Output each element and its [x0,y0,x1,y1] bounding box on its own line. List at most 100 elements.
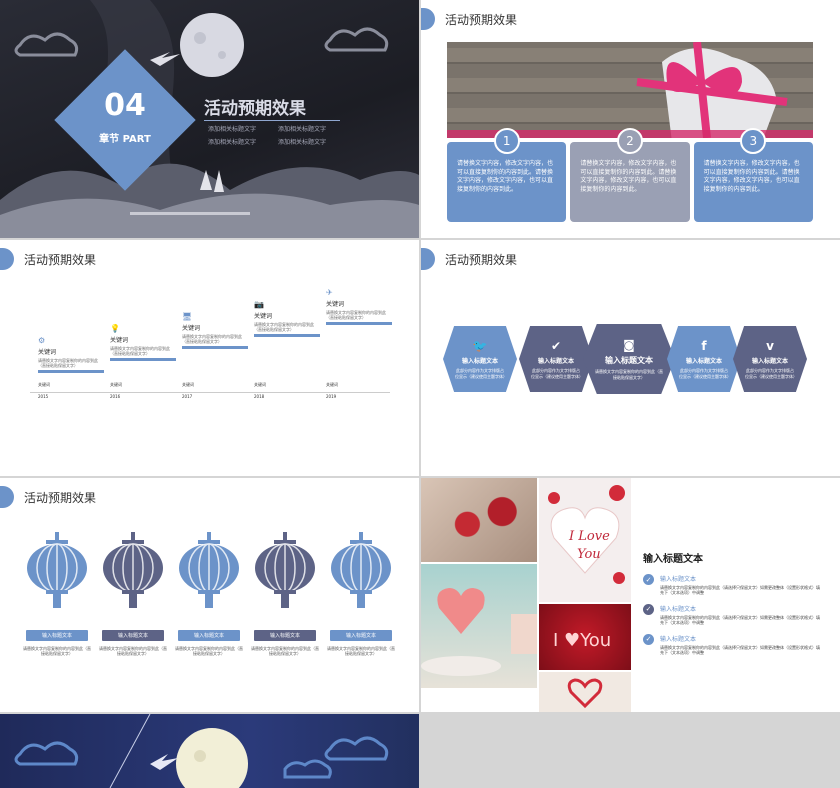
step-bar [110,358,176,362]
slide-title: 活动预期效果 [24,252,97,267]
item-text: 请替换文字内容复制你的内容到此（请选择只保留文字）如需更改整体（设置形状格式）填… [660,614,820,626]
slide-title: 活动预期效果 [24,490,97,505]
info-card: 1 请替换文字内容，修改文字内容，也可以直接复制你的内容到此。请替换文字内容，修… [447,128,567,222]
slide-timeline[interactable]: 活动预期效果 ⚙ 关键词 请替换文字内容复制你的内容到此（直接粘贴保留文字） 关… [0,240,419,476]
heart-clip-illustration [421,588,537,676]
info-card: 2 请替换文字内容，修改文字内容，也可以直接复制你的内容到此。请替换文字内容，修… [570,128,690,222]
photo-ribbon-heart [539,672,631,712]
step-text: 请替换文字内容复制你的内容到此（直接粘贴保留文字） [326,310,386,321]
lantern-text: 请替换文字内容复制你的内容到此（直接粘贴保留文字） [327,646,395,657]
card-number-badge: 2 [616,128,643,154]
cover-subtitle: 添加相关标题文字 [208,139,257,146]
night-moon-illustration [14,714,389,788]
year-value: 2015 [38,394,49,399]
lantern-text: 请替换文字内容复制你的内容到此（直接粘贴保留文字） [99,646,167,657]
photo-heart-clip [421,564,537,688]
header-marker [421,248,435,270]
year-keyword: 关键词 [110,382,122,387]
step-icon: 📷 [254,300,264,309]
timeline-step: 💡 关键词 请替换文字内容复制你的内容到此（直接粘贴保留文字） [110,324,176,362]
header-marker [0,248,14,270]
arrow-step: 🐦 输入标题文本 此部分内容作为文字排版占位显示（建议使用主题字体） [443,326,517,392]
gift-heart-illustration [447,42,813,138]
step-text: 请替换文字内容复制你的内容到此（直接粘贴保留文字） [182,334,242,345]
lantern-label: 输入标题文本 [254,630,316,641]
lantern-icon [331,532,391,608]
gift-photo [447,42,813,138]
card-text: 请替换文字内容，修改文字内容，也可以直接复制你的内容到此。请替换文字内容，修改文… [457,160,554,194]
ribbon-heart-illustration [567,678,603,709]
step-icon: ✈ [326,288,333,297]
lantern-item: 输入标题文本 请替换文字内容复制你的内容到此（直接粘贴保留文字） [22,532,92,656]
step-icon: ⚙ [38,336,46,345]
collage-title: 输入标题文本 [643,554,703,565]
arrow-text: 此部分内容作为文字排版占位显示（建议使用主题字体） [745,368,797,379]
step-keyword: 关键词 [182,325,201,332]
arrow-text: 此部分内容作为文字排版占位显示（建议使用主题字体） [531,368,583,379]
slide-night-partial[interactable] [0,714,419,788]
timeline-step: 🖥 关键词 请替换文字内容复制你的内容到此（直接粘贴保留文字） [182,312,248,350]
card-number-badge: 3 [740,128,767,154]
step-keyword: 关键词 [110,337,129,344]
header-marker [421,8,435,30]
check-icon: ✓ [643,603,654,615]
slide-gift-cards[interactable]: 活动预期效果 1 请替换文字内容，修改文字内容，也可以直接复制你的内容到此。请替… [421,0,840,238]
slide-header: 活动预期效果 [421,248,517,270]
check-icon: ✓ [643,574,654,585]
collage-list: ✓ 输入标题文本 请替换文字内容复制你的内容到此（请选择只保留文字）如需更改整体… [643,574,823,663]
cover-subtitles: 添加相关标题文字 添加相关标题文字 添加相关标题文字 添加相关标题文字 [208,124,348,146]
header-marker [0,486,14,508]
year-keyword: 关键词 [38,382,50,387]
step-bar [326,322,392,326]
facebook-icon: f [701,339,707,354]
i-love-you-illustration: I ♥You [553,630,611,651]
step-text: 请替换文字内容复制你的内容到此（直接粘贴保留文字） [110,346,170,357]
slide-title: 活动预期效果 [445,252,518,267]
lantern-icon [103,532,163,608]
timeline-axis [30,392,390,393]
lantern-icon [255,532,315,608]
slide-header: 活动预期效果 [421,8,517,30]
collage-list-item: ✓ 输入标题文本 请替换文字内容复制你的内容到此（请选择只保留文字）如需更改整体… [643,603,823,626]
collage-list-item: ✓ 输入标题文本 请替换文字内容复制你的内容到此（请选择只保留文字）如需更改整体… [643,633,823,656]
title-underline [204,120,340,121]
step-keyword: 关键词 [326,301,345,308]
cover-title: 活动预期效果 [204,99,306,119]
lantern-label: 输入标题文本 [330,630,392,641]
year-keyword: 关键词 [254,382,266,387]
check-icon: ✔ [550,339,562,354]
card-text: 请替换文字内容，修改文字内容，也可以直接复制你的内容到此。请替换文字内容，修改文… [580,160,677,194]
slide-chapter-cover[interactable]: 04 章节 PART 活动预期效果 添加相关标题文字 添加相关标题文字 添加相关… [0,0,419,238]
step-keyword: 关键词 [38,349,57,356]
instagram-icon: ◙ [623,338,635,353]
arrow-text: 此部分内容作为文字排版占位显示（建议使用主题字体） [455,368,507,379]
cover-subtitle: 添加相关标题文字 [278,139,327,146]
check-icon: ✓ [643,633,654,645]
lantern-item: 输入标题文本 请替换文字内容复制你的内容到此（直接粘贴保留文字） [98,532,168,656]
year-value: 2017 [182,394,193,399]
item-heading: 输入标题文本 [660,605,697,613]
arrow-label: 输入标题文本 [685,358,722,366]
step-bar [38,370,104,374]
year-value: 2019 [326,394,337,399]
slide-header: 活动预期效果 [0,248,96,270]
item-text: 请替换文字内容复制你的内容到此（请选择只保留文字）如需更改整体（设置形状格式）填… [660,585,820,596]
vimeo-icon: v [766,339,774,354]
timeline-step: 📷 关键词 请替换文字内容复制你的内容到此（直接粘贴保留文字） [254,300,320,338]
lantern-icon [27,532,87,608]
cover-subtitle: 添加相关标题文字 [208,126,257,133]
step-text: 请替换文字内容复制你的内容到此（直接粘贴保留文字） [38,358,98,369]
svg-text:You: You [577,547,601,562]
twitter-icon: 🐦 [472,339,488,354]
slide-arrow-chain[interactable]: 活动预期效果 🐦 输入标题文本 此部分内容作为文字排版占位显示（建议使用主题字体… [421,240,840,476]
lantern-text: 请替换文字内容复制你的内容到此（直接粘贴保留文字） [175,646,243,657]
arrow-step: f 输入标题文本 此部分内容作为文字排版占位显示（建议使用主题字体） [667,326,741,392]
slide-lanterns[interactable]: 活动预期效果 输入标题文本 请替换文字内容复制你的内容到此（直接粘贴保留文字） … [0,478,419,712]
year-keyword: 关键词 [182,382,194,387]
photo-roses [421,478,537,562]
slide-header: 活动预期效果 [0,486,96,508]
